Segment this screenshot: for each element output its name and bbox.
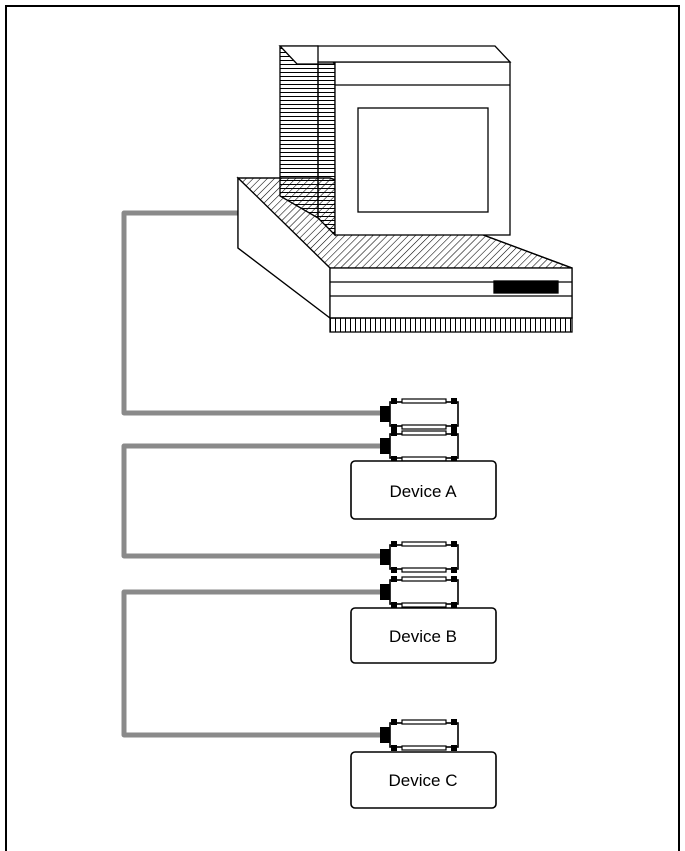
connector-icon <box>380 430 458 462</box>
connector-icon <box>380 398 458 430</box>
device-c-label: Device C <box>389 771 458 790</box>
connector-icon <box>380 576 458 608</box>
device-a-label: Device A <box>389 482 457 501</box>
device-c: Device C <box>351 752 496 808</box>
connector-icon <box>380 541 458 573</box>
device-b: Device B <box>351 608 496 663</box>
connector-icon <box>380 719 458 751</box>
device-a: Device A <box>351 461 496 519</box>
device-b-label: Device B <box>389 627 457 646</box>
